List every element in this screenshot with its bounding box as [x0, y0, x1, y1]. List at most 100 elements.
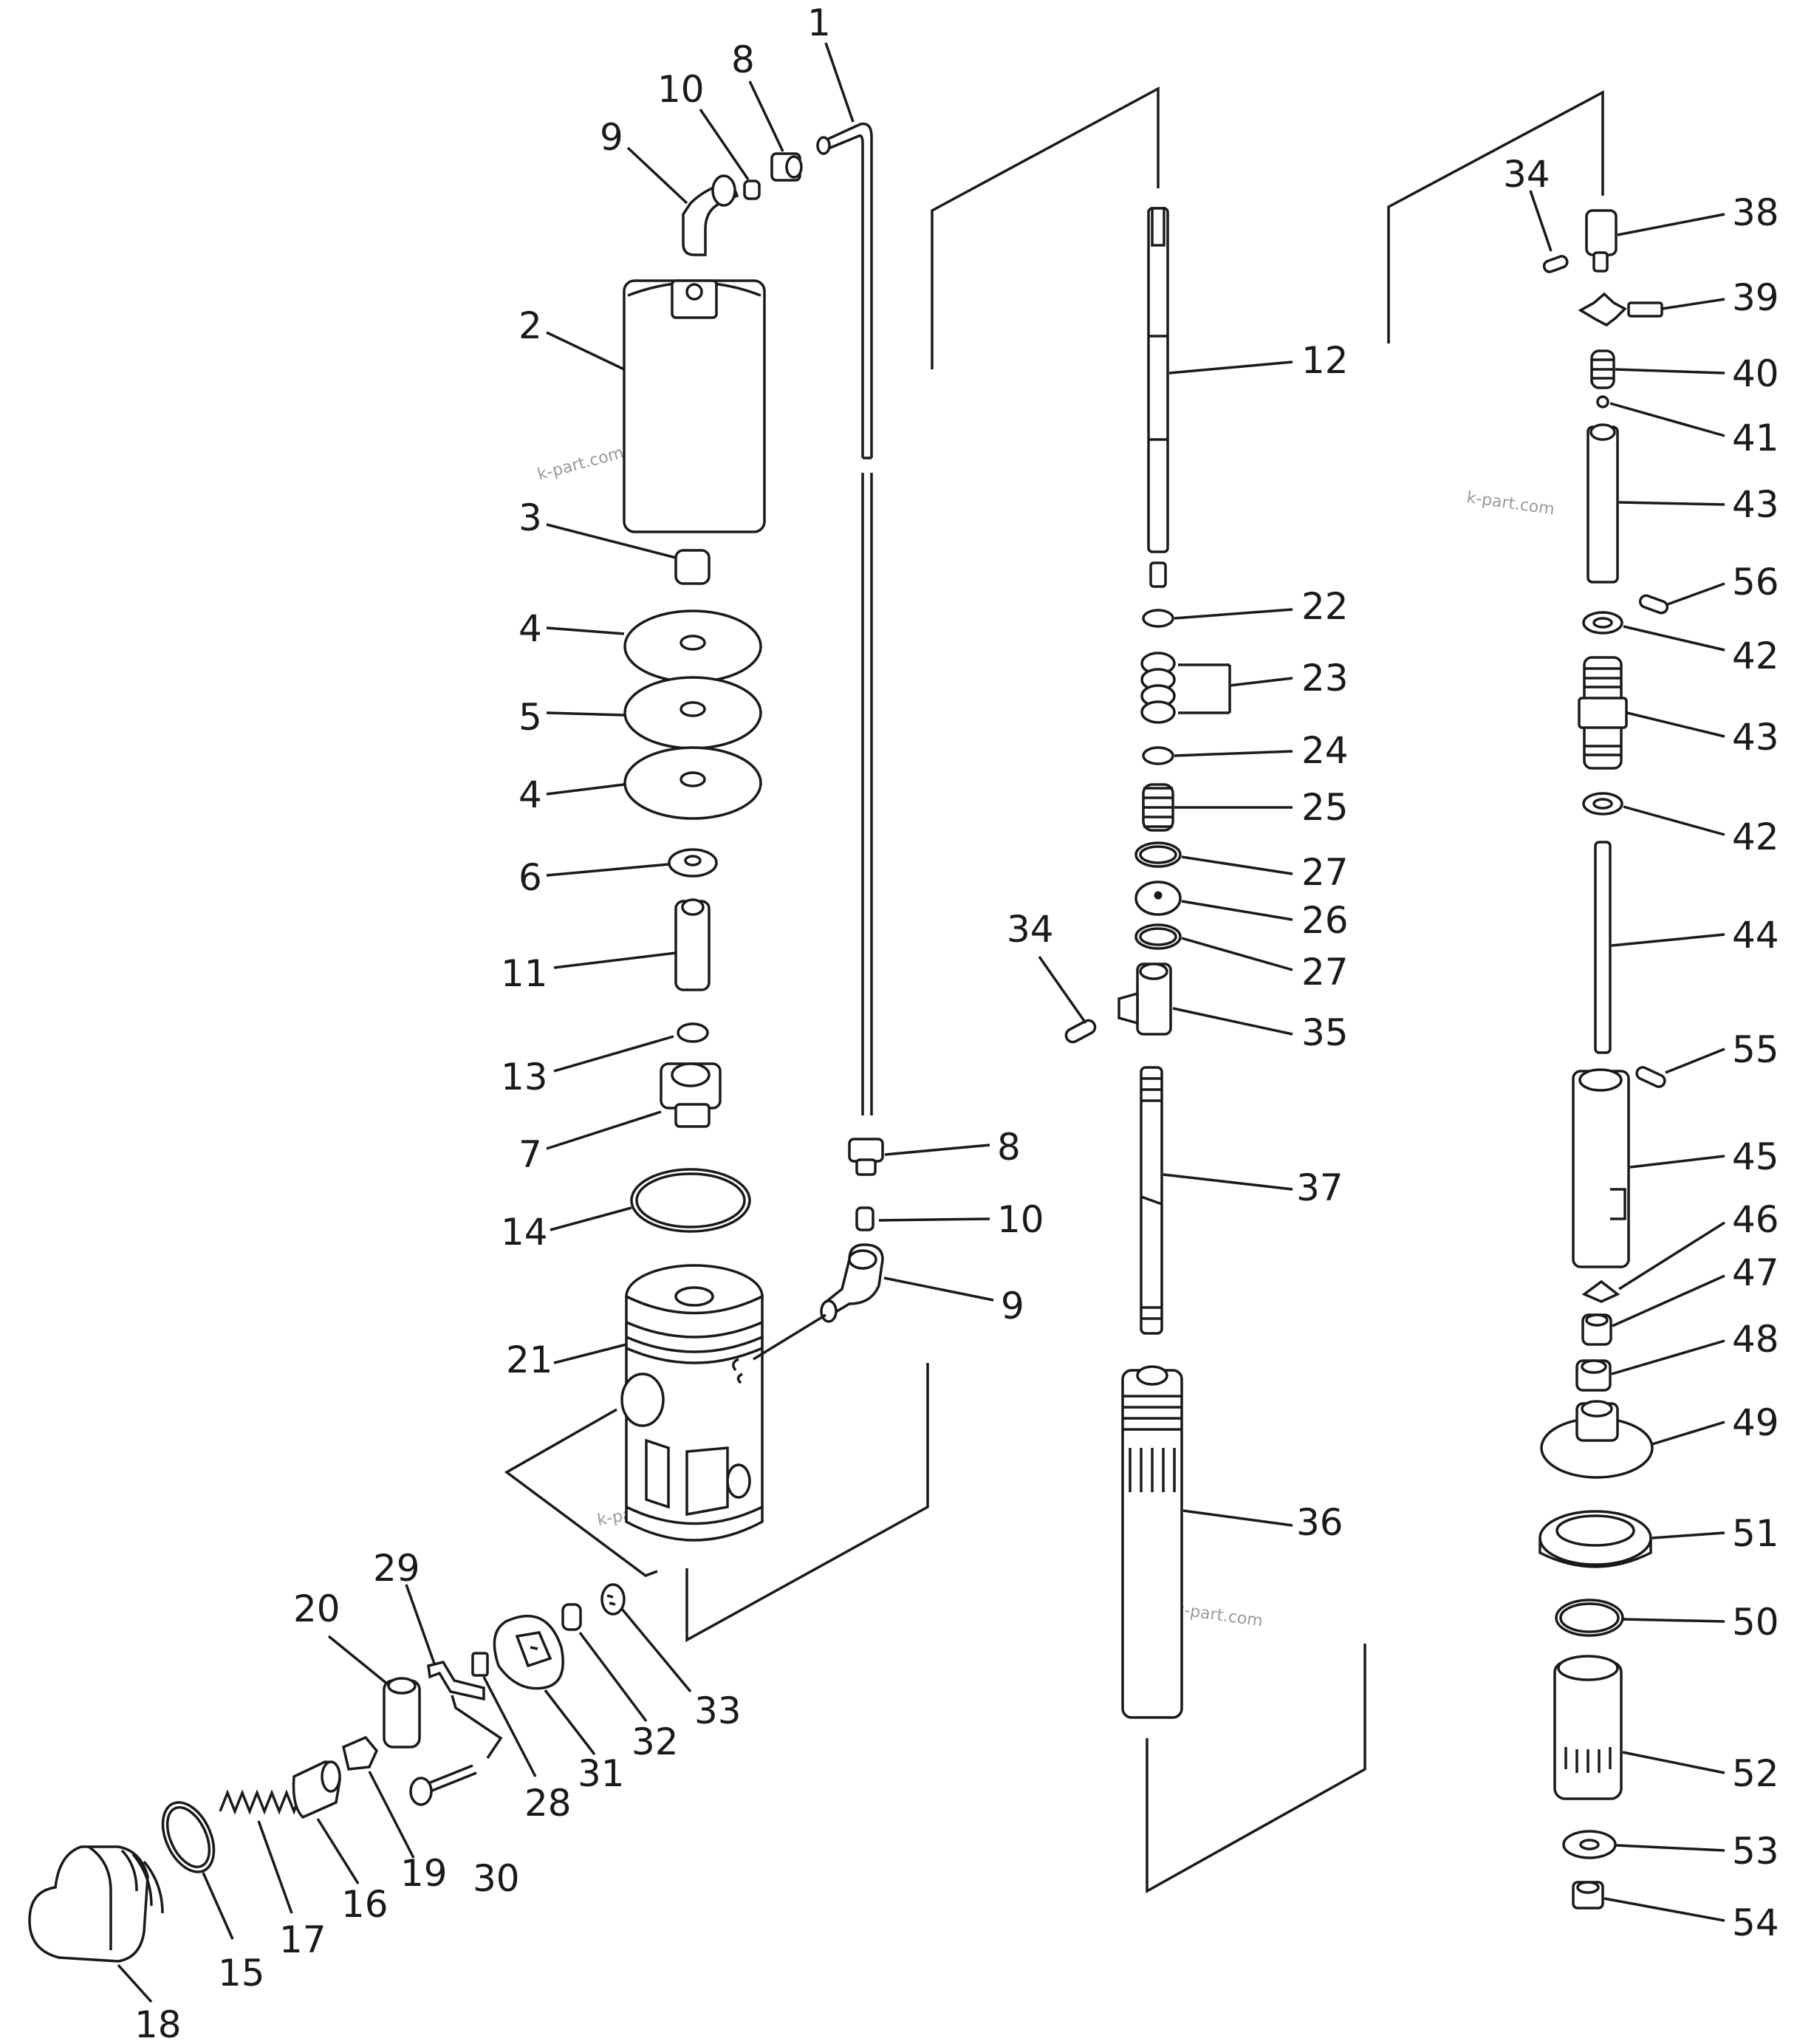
callout-25: 25 — [1301, 786, 1349, 829]
leader-33 — [620, 1607, 692, 1693]
leader-42b — [1623, 805, 1725, 836]
bracket-column-2-bottom — [1146, 1644, 1366, 1893]
part-9-elbow-top-port — [711, 174, 736, 207]
part-7-connector-top — [671, 1062, 711, 1087]
part-37-rod-threads — [1141, 1077, 1162, 1320]
part-27-ring-upper — [1134, 841, 1182, 868]
part-35-block-top — [1139, 963, 1168, 980]
callout-36: 36 — [1296, 1501, 1344, 1544]
leader-55 — [1665, 1047, 1725, 1074]
leader-39 — [1661, 298, 1725, 310]
callout-32: 32 — [631, 1720, 679, 1763]
part-49-stem-top — [1581, 1400, 1613, 1418]
bracket-housing-to-lower — [504, 1408, 658, 1577]
part-30-screw-head — [409, 1777, 433, 1806]
leader-17 — [257, 1820, 293, 1914]
part-32-piece — [561, 1603, 582, 1631]
leader-13 — [553, 1035, 674, 1073]
callout-13: 13 — [501, 1056, 548, 1098]
leader-38 — [1617, 213, 1725, 236]
callout-19: 19 — [400, 1852, 448, 1895]
leader-31 — [544, 1689, 596, 1756]
leader-47 — [1612, 1274, 1725, 1327]
part-55-pin — [1635, 1066, 1666, 1088]
column-1-parts — [620, 122, 884, 1542]
part-46-piece — [1581, 1279, 1620, 1303]
part-52-sleeve-top — [1557, 1655, 1619, 1681]
callout-27-upper: 27 — [1301, 851, 1349, 894]
callout-4-upper: 4 — [518, 607, 542, 650]
leader-21-side — [753, 1313, 826, 1361]
part-43-coupling-threads — [1584, 667, 1621, 756]
callout-35: 35 — [1301, 1011, 1349, 1054]
leader-34b — [1529, 190, 1553, 252]
callout-55: 55 — [1732, 1028, 1779, 1071]
part-12-rod — [1147, 207, 1169, 553]
part-33-piece-detail — [606, 1594, 616, 1606]
part-31-plate — [493, 1614, 564, 1690]
callout-8-top: 8 — [731, 38, 755, 81]
part-42-washer-lower-hole — [1592, 798, 1613, 810]
callout-8-lower: 8 — [997, 1126, 1021, 1169]
lower-left-parts — [28, 1583, 626, 1963]
part-22-washer — [1142, 609, 1174, 628]
part-25-spring — [1143, 787, 1173, 828]
part-36-tube-flutes — [1129, 1448, 1176, 1492]
leader-28 — [482, 1676, 537, 1777]
callout-16: 16 — [341, 1883, 389, 1926]
callout-53: 53 — [1732, 1830, 1779, 1873]
callout-22: 22 — [1301, 585, 1349, 628]
part-18-cap — [28, 1845, 149, 1963]
column-3-parts — [1538, 209, 1669, 1910]
callout-1: 1 — [807, 1, 831, 44]
callout-30: 30 — [473, 1857, 520, 1900]
part-43-coupling-hex — [1578, 697, 1628, 729]
leader-lines — [117, 42, 1725, 2003]
leader-36 — [1182, 1509, 1293, 1527]
leader-8a — [748, 81, 784, 152]
leader-23 — [1229, 677, 1293, 687]
callout-37: 37 — [1296, 1166, 1344, 1209]
part-7-connector-stem — [674, 1103, 711, 1128]
callout-24: 24 — [1301, 729, 1349, 772]
callout-56: 56 — [1732, 561, 1779, 604]
part-2-filter-cap-bore — [685, 283, 703, 301]
callout-2: 2 — [518, 304, 542, 347]
part-50-o-ring-inner — [1559, 1602, 1620, 1633]
part-50-o-ring — [1555, 1599, 1624, 1637]
part-21-housing-lower-port — [726, 1463, 751, 1499]
callout-18: 18 — [134, 2003, 182, 2044]
leader-5 — [546, 711, 625, 717]
part-53-washer-hole — [1579, 1839, 1600, 1850]
leader-24 — [1174, 750, 1293, 757]
part-21-housing-window — [645, 1438, 729, 1517]
leader-50 — [1623, 1618, 1725, 1623]
part-13-o-ring — [677, 1022, 709, 1043]
leader-34a — [1038, 955, 1087, 1025]
callout-42-upper: 42 — [1732, 635, 1779, 677]
part-41-ball — [1596, 395, 1609, 409]
leader-11 — [553, 951, 677, 969]
leader-6 — [546, 863, 669, 877]
leader-29 — [405, 1584, 436, 1664]
part-14-o-ring-inner — [635, 1172, 746, 1228]
callout-40: 40 — [1732, 352, 1779, 395]
callout-38: 38 — [1732, 191, 1779, 234]
leader-7 — [546, 1110, 662, 1150]
leader-49 — [1651, 1421, 1725, 1446]
leader-10a — [699, 109, 750, 180]
leader-56 — [1667, 582, 1725, 606]
part-4-plate-upper-hole — [680, 635, 706, 651]
callout-9-top: 9 — [600, 116, 623, 159]
part-21-housing-grooves — [626, 1321, 763, 1364]
callout-51: 51 — [1732, 1512, 1779, 1555]
callout-29: 29 — [373, 1547, 420, 1590]
part-38-piece — [1585, 209, 1618, 256]
bracket-screw-to-stopper — [451, 1695, 503, 1759]
part-21-housing-side-port — [620, 1373, 665, 1427]
part-40-spring-coils — [1592, 358, 1614, 380]
callout-20: 20 — [293, 1587, 340, 1630]
leader-21 — [553, 1343, 627, 1364]
callout-34-right: 34 — [1503, 153, 1550, 196]
part-56-pin — [1638, 594, 1669, 615]
